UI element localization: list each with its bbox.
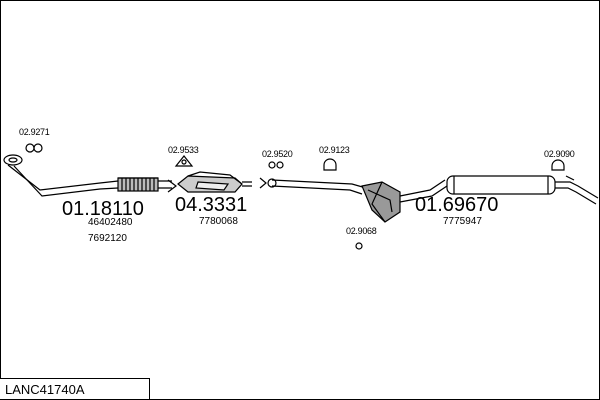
catalytic-converter-number: 04.3331	[175, 194, 247, 216]
diagram-code: LANC41740A	[5, 382, 85, 397]
hanger-center-drawing	[355, 242, 363, 250]
center-silencer-drawing	[361, 181, 401, 223]
front-pipe-drawing	[3, 154, 172, 197]
hanger-center-label: 02.9068	[346, 226, 377, 236]
catalytic-converter-ref-1: 7780068	[199, 216, 238, 227]
hanger-mid-label: 02.9123	[319, 145, 350, 155]
front-pipe-number: 01.18110	[62, 198, 144, 220]
diagram-code-box: LANC41740A	[0, 378, 150, 399]
clamp-mid-drawing	[167, 161, 284, 193]
hanger-rear-drawing	[551, 159, 565, 171]
gasket-front-drawing	[25, 143, 43, 153]
rear-silencer-drawing	[399, 175, 599, 205]
catalytic-converter-drawing	[177, 171, 252, 193]
rear-silencer-number: 01.69670	[415, 194, 498, 216]
gasket-front-label: 02.9271	[19, 127, 50, 137]
middle-pipe-drawing	[271, 179, 367, 195]
hanger-mid-drawing	[323, 158, 337, 171]
front-pipe-ref-1: 46402480	[88, 217, 133, 228]
clamp-mid-label: 02.9520	[262, 149, 293, 159]
rear-silencer-ref-1: 7775947	[443, 216, 482, 227]
front-pipe-ref-2: 7692120	[88, 233, 127, 244]
gasket-cat-drawing	[174, 155, 194, 167]
gasket-cat-label: 02.9533	[168, 145, 199, 155]
hanger-rear-label: 02.9090	[544, 149, 575, 159]
